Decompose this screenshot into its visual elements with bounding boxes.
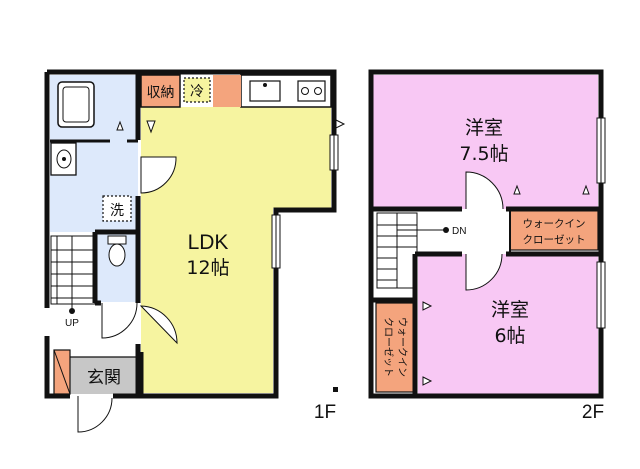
wic-b-label: ウォークイン クローゼット [382, 317, 408, 377]
wic-door-mark [422, 376, 433, 386]
toilet-bowl-icon [108, 243, 126, 267]
north-marker [333, 387, 338, 392]
ldk-door-swing [139, 305, 178, 345]
storage-label: 収納 [147, 85, 175, 101]
fridge-space [183, 77, 211, 103]
drain-icon [62, 157, 66, 161]
bedroom-b [418, 254, 598, 394]
staircase-2f [376, 212, 418, 289]
wic-door-mark [513, 184, 521, 195]
toilet-tank [107, 235, 127, 245]
ldk-size: 12帖 [186, 257, 229, 279]
bathtub-inner [62, 86, 90, 123]
balcony-door-mark [335, 119, 346, 129]
faucet-icon [263, 83, 267, 87]
hall-door-swing [101, 302, 138, 339]
wic-b-label-line2: クローゼット [382, 317, 394, 377]
floor-2f: DN 洋室 7.5帖 洋室 6帖 ウォークイン クローゼット [368, 69, 606, 423]
staircase-1f [50, 235, 96, 305]
kitchen-sink [249, 80, 281, 102]
kitchen-peach-strip [213, 75, 241, 107]
stove [297, 80, 326, 102]
kitchen-door-mark [146, 120, 156, 134]
floor-1f: 収納 冷 洗 [44, 69, 346, 433]
floor-1f-label: 1F [314, 402, 336, 423]
stairs-dn-label: DN [452, 226, 466, 237]
shoe-closet-hatch [53, 349, 71, 395]
entrance-label: 玄関 [87, 368, 121, 388]
bathtub [57, 81, 95, 128]
ldk-name: LDK [188, 231, 229, 254]
storage-closet [140, 74, 181, 108]
washroom-door-swing [140, 156, 177, 194]
walls-1f [44, 69, 337, 399]
fridge-label: 冷 [190, 84, 204, 100]
stairs-start-dot [69, 308, 75, 314]
wic-a [509, 209, 599, 251]
bedroom-b-name: 洋室 [491, 299, 529, 321]
bedroom-b-door-swing [465, 253, 503, 291]
entrance-floor [70, 357, 138, 394]
wic-a-label-line1: ウォークイン [523, 218, 586, 230]
bedroom-a-door-swing [465, 171, 504, 210]
burner-icon [301, 87, 309, 95]
wic-a-label-line2: クローゼット [523, 234, 586, 246]
walls-2f [368, 69, 604, 399]
wic-b [375, 302, 415, 393]
burner-icon [314, 87, 322, 95]
stairs-up-label: UP [65, 318, 79, 329]
bath-door-mark [116, 120, 124, 131]
bedroom-a-size: 7.5帖 [459, 143, 508, 165]
wic-door-mark [422, 301, 433, 311]
wic-b-label-line1: ウォークイン [396, 317, 408, 377]
stairs-dn-dot [443, 227, 449, 233]
ldk-room [141, 107, 331, 393]
washer-label: 洗 [110, 203, 124, 219]
washer-space [102, 195, 132, 222]
bedroom-a-name: 洋室 [465, 117, 503, 139]
wic-door-mark [582, 184, 590, 195]
entrance-door-swing [77, 396, 113, 433]
floor-2f-label: 2F [582, 402, 604, 423]
bedroom-b-size: 6帖 [494, 325, 525, 347]
